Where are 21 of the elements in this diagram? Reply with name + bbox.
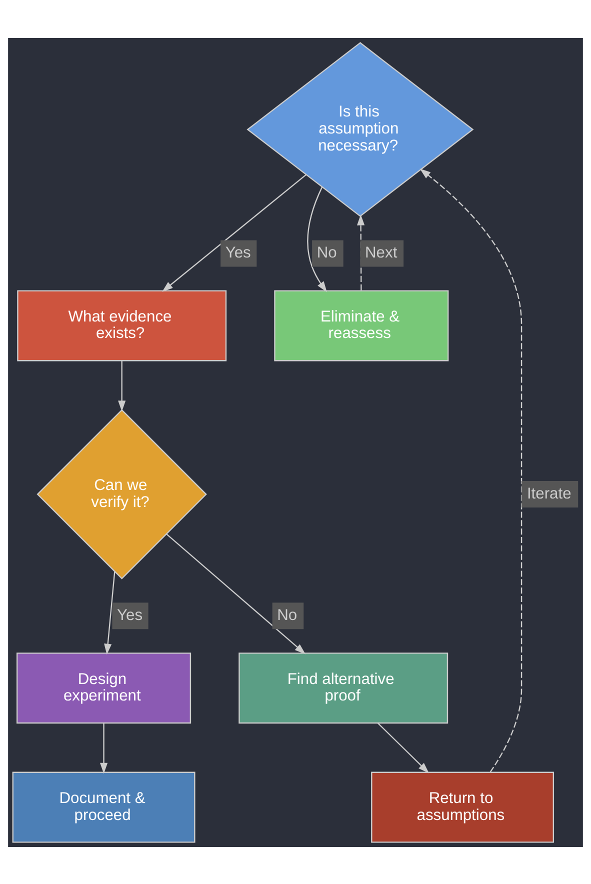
node-box: Find alternative proof bbox=[238, 652, 448, 724]
node-diamond: Can we verify it? bbox=[36, 408, 207, 579]
arrow bbox=[104, 571, 116, 654]
edge-label: Yes bbox=[117, 606, 143, 624]
edge-label: Next bbox=[365, 244, 398, 262]
node-box: What evidence exists? bbox=[17, 290, 227, 361]
edge-label: No bbox=[277, 606, 298, 624]
arrow bbox=[162, 174, 306, 292]
edge-label: No bbox=[316, 244, 337, 262]
node-box: Design experiment bbox=[16, 652, 192, 724]
node-diamond: Is this assumption necessary? bbox=[246, 42, 474, 216]
arrow bbox=[420, 168, 522, 772]
node-box: Eliminate & reassess bbox=[274, 290, 449, 361]
arrow bbox=[307, 186, 327, 292]
node-box: Document & proceed bbox=[12, 771, 196, 842]
edge-label: Yes bbox=[225, 244, 251, 262]
arrow bbox=[100, 722, 108, 774]
node-box: Return to assumptions bbox=[371, 771, 554, 842]
arrow bbox=[377, 722, 430, 773]
arrow bbox=[118, 360, 126, 411]
edge-label: Iterate bbox=[526, 484, 572, 502]
